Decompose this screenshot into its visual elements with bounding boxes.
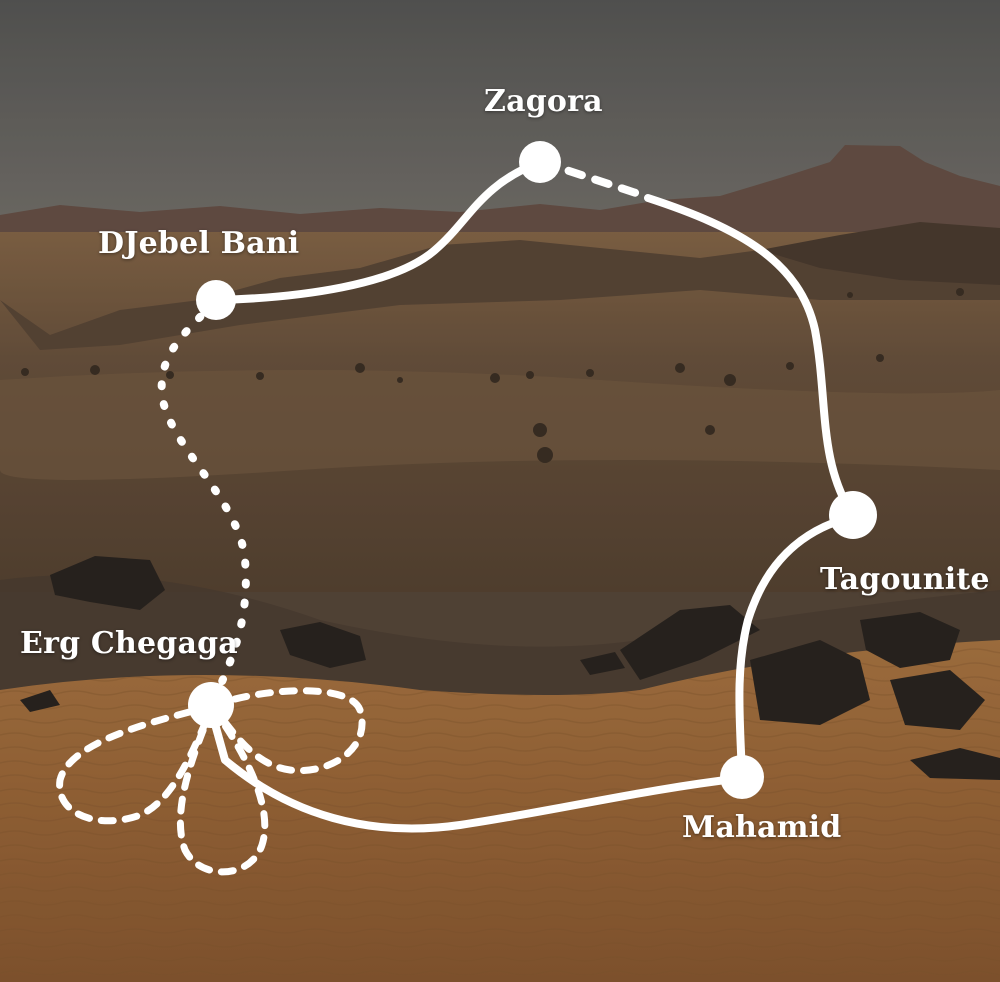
- stop-djebel-bani[interactable]: [196, 280, 236, 320]
- label-tagounite: Tagounite: [820, 562, 990, 597]
- distant-mountains: [0, 145, 1000, 240]
- label-mahamid: Mahamid: [682, 810, 842, 845]
- route-mahamid-to-erg: [206, 702, 746, 833]
- route-stops: [188, 141, 877, 799]
- dune-loop-bottom: [176, 704, 269, 876]
- stop-zagora[interactable]: [519, 141, 561, 183]
- stop-mahamid[interactable]: [720, 755, 764, 799]
- dark-rocks: [20, 556, 1000, 780]
- scrub-bushes: [21, 288, 964, 463]
- plain-band: [0, 370, 1000, 480]
- dune-loop-right: [208, 687, 366, 775]
- label-erg-chegaga: Erg Chegaga: [20, 626, 238, 661]
- stop-erg-chegaga[interactable]: [188, 682, 234, 728]
- route-tagounite-to-mahamid: [735, 513, 856, 780]
- rocky-ridge: [0, 226, 1000, 350]
- stop-tagounite[interactable]: [829, 491, 877, 539]
- route-erg-to-djebel-dotted: [157, 298, 250, 708]
- sand-ripples: [0, 640, 1000, 982]
- route-zagora-to-tagounite: [644, 194, 856, 518]
- label-zagora: Zagora: [484, 84, 603, 119]
- dune-loop-left: [56, 702, 216, 825]
- route-lines: [56, 158, 856, 876]
- label-djebel-bani: DJebel Bani: [98, 226, 300, 261]
- route-djebel-to-zagora: [212, 158, 544, 304]
- route-zagora-dashed: [538, 158, 649, 200]
- dark-hill: [760, 222, 1000, 285]
